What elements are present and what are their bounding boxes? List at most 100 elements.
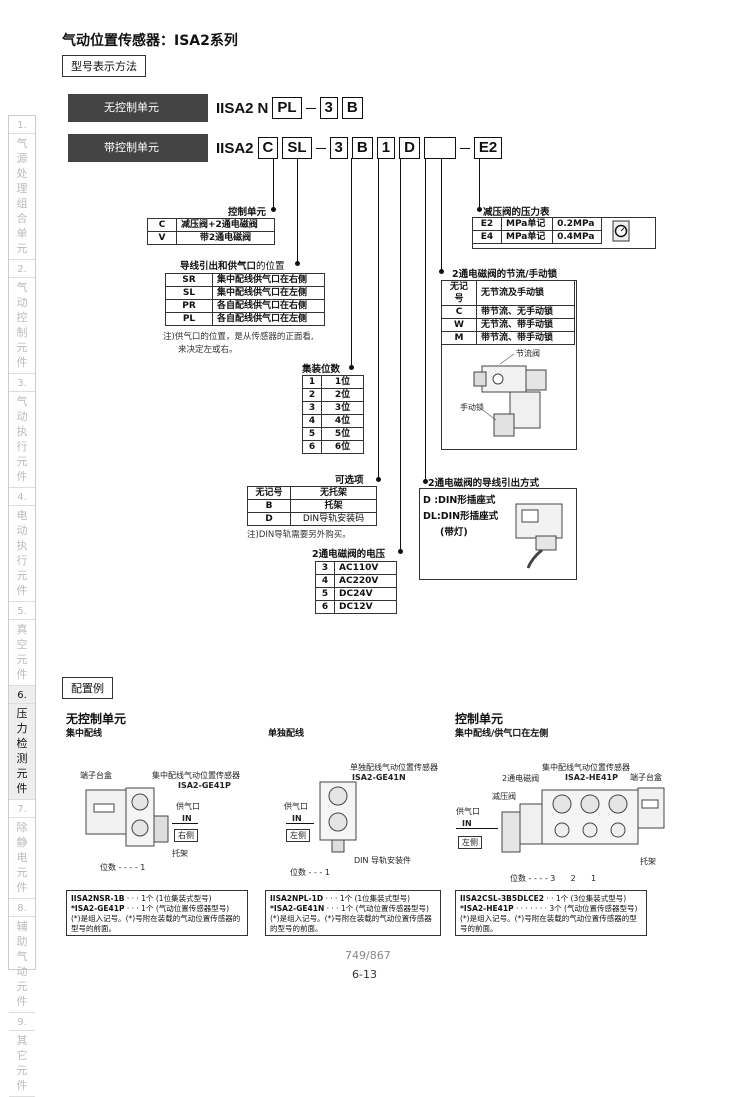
- table-cell: W: [441, 318, 477, 332]
- sidebar-section-label: 真空元件: [16, 623, 28, 681]
- table-cell: 6: [302, 440, 322, 454]
- sidebar-section-number: 7.: [9, 802, 35, 818]
- ex3-drawing: [501, 787, 665, 853]
- table-cell: 0.4MPa: [552, 230, 602, 244]
- sidebar-section[interactable]: 4.电动执行元件: [9, 488, 35, 602]
- model-code-no-control: IISA2 N PL 3 B: [216, 97, 363, 119]
- table-row: 无记号无托架: [247, 486, 377, 500]
- ex3-terminal-label: 端子台盒: [630, 773, 662, 782]
- table-cell: 各自配线供气口在右侧: [212, 299, 325, 313]
- table-cell: 无记号: [247, 486, 291, 500]
- voltage-heading: 2通电磁阀的电压: [312, 549, 386, 560]
- code-throttle: 1: [376, 137, 396, 159]
- ex1-caption: IISA2NSR-1B · · · 1个 (1位集装式型号) *ISA2-GE4…: [66, 890, 248, 936]
- code-stations: 3: [329, 137, 348, 159]
- page-counter: 749/867: [345, 949, 391, 962]
- sidebar-section-number: 2.: [9, 262, 35, 278]
- ex1-terminal-label: 端子台盒: [80, 771, 112, 780]
- table-cell: 5位: [321, 427, 364, 441]
- table-cell: 4: [302, 414, 322, 428]
- ex2-din-label: DIN 导轨安装件: [354, 856, 412, 865]
- table-cell: E4: [472, 230, 502, 244]
- table-cell: B: [247, 499, 291, 513]
- sidebar-section[interactable]: 9. 其它元件: [9, 1013, 35, 1097]
- sidebar-section-number: 3.: [9, 376, 35, 392]
- table-cell: M: [441, 331, 477, 345]
- pressure-heading: 减压阀的压力表: [483, 207, 550, 218]
- table-cell: 集中配线供气口在左侧: [212, 286, 325, 300]
- ex3-model: ISA2-HE41P: [565, 773, 618, 782]
- page-title: 气动位置传感器：ISA2系列: [62, 33, 238, 49]
- table-row: 无记号无节流及手动锁: [441, 280, 575, 306]
- sidebar-section-label: 其它元件: [16, 1034, 28, 1092]
- table-cell: V: [147, 231, 177, 245]
- table-cell: 6位: [321, 440, 364, 454]
- sidebar-section-label: 气动控制元件: [16, 281, 28, 369]
- cap-desc: 1个 (气动位置传感器型号): [141, 904, 230, 913]
- pressure-gauge-icon: [612, 220, 630, 242]
- ex3-reg-label: 减压阀: [492, 792, 516, 801]
- lead-line-2: DL:DIN形插座式: [423, 511, 499, 522]
- sidebar-section-number: 5.: [9, 604, 35, 620]
- stations-heading: 集装位数: [302, 364, 341, 375]
- ex2-in-arrow: [286, 823, 314, 824]
- wiring-note-2: 来决定左或右。: [178, 345, 238, 355]
- table-cell: 3: [315, 561, 335, 575]
- wiring-heading: 导线引出和供气口的位置: [180, 258, 285, 272]
- ex1-in-arrow: [172, 823, 198, 824]
- ex2-in: IN: [292, 814, 302, 823]
- cap-note: (*)是组入记号。(*)号附在装载的气动位置传感器的型号的前面。: [460, 914, 637, 933]
- cap-note: (*)是组入记号。(*)号附在装载的气动位置传感器的型号的前面。: [71, 914, 241, 933]
- code-control: C: [257, 137, 279, 159]
- code-option: B: [341, 97, 363, 119]
- code-stations: 3: [319, 97, 338, 119]
- sidebar-section[interactable]: 7.除静电元件: [9, 800, 35, 899]
- cap-model: IISA2NPL-1D: [270, 894, 324, 903]
- table-cell: 托架: [290, 499, 377, 513]
- sidebar-section[interactable]: 3.气动执行元件: [9, 374, 35, 488]
- cap-model: *ISA2-GE41P: [71, 904, 125, 913]
- sidebar-section-number: 9.: [9, 1015, 35, 1031]
- sidebar-section[interactable]: 5. 真空元件: [9, 602, 35, 686]
- sidebar-section-number: 4.: [9, 490, 35, 506]
- sidebar-section-label: 气源处理组合单元: [16, 137, 28, 255]
- table-cell: 3: [302, 401, 322, 415]
- ex1-air-label: 供气口: [176, 802, 200, 811]
- table-cell: 0.2MPa: [552, 217, 602, 231]
- din-connector-drawing: [515, 503, 563, 569]
- section-label: 型号表示方法: [62, 55, 146, 77]
- ex3-sensor-label: 集中配线气动位置传感器: [542, 763, 630, 772]
- sidebar-section[interactable]: 8.辅助气动元件: [9, 899, 35, 1013]
- ex3-in: IN: [462, 819, 472, 828]
- model-prefix: IISA2: [216, 99, 254, 117]
- pos-text: 位数: [510, 874, 526, 883]
- table-cell: DC24V: [334, 587, 397, 601]
- control-unit-heading: 控制单元: [228, 207, 267, 218]
- table-cell: 带节流、带手动锁: [476, 331, 575, 345]
- lead-line-1: D :DIN形插座式: [423, 495, 496, 506]
- cap-desc: 1个 (3位集装式型号): [555, 894, 627, 903]
- code-wiring: PL: [272, 97, 302, 119]
- cap-model: *ISA2-HE41P: [460, 904, 514, 913]
- sidebar-section[interactable]: 2. 气动控制元件: [9, 260, 35, 374]
- table-cell: E2: [472, 217, 502, 231]
- sidebar-section[interactable]: 1.气源处理组合单元: [9, 116, 35, 260]
- options-heading: 可选项: [335, 475, 364, 486]
- cap-model: *ISA2-GE41N: [270, 904, 325, 913]
- pos-num: 1: [140, 863, 146, 872]
- ex1-model: ISA2-GE41P: [178, 781, 231, 790]
- code-dash: [305, 107, 316, 109]
- sidebar-section[interactable]: 6.压力检测元件: [9, 686, 35, 800]
